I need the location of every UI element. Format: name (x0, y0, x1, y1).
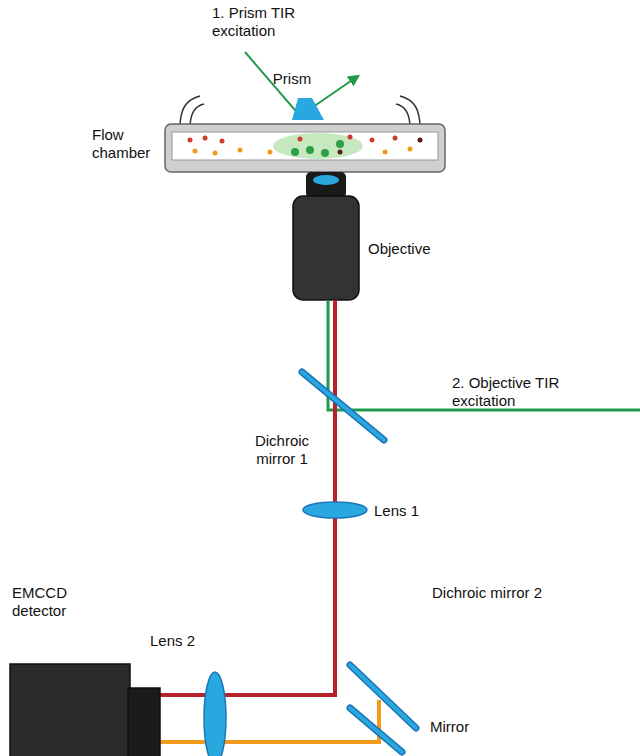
part-label: EMCCD detector (12, 584, 107, 620)
part-label: 1. Prism TIR excitation (212, 4, 337, 40)
part-label: Dichroic mirror 1 (238, 432, 326, 468)
part-label: Mirror (430, 718, 500, 736)
part-label: Objective (368, 240, 458, 258)
part-label: Prism (262, 70, 322, 88)
objective (293, 172, 359, 300)
mirror (350, 708, 402, 752)
part-label: Dichroic mirror 2 (432, 584, 542, 602)
prism (292, 98, 324, 120)
dichroic-mirror (302, 372, 384, 440)
part-label: 2. Objective TIR excitation (452, 374, 622, 410)
lens (303, 502, 367, 518)
part-label: Lens 2 (150, 632, 220, 650)
part-label: Flow chamber (92, 126, 162, 162)
orange-beam (160, 700, 379, 742)
emccd-camera (10, 664, 160, 756)
flow-chamber (165, 124, 445, 172)
tubing (180, 96, 420, 128)
lens (204, 672, 226, 756)
green-beam (328, 300, 640, 410)
part-label: Lens 1 (374, 502, 444, 520)
